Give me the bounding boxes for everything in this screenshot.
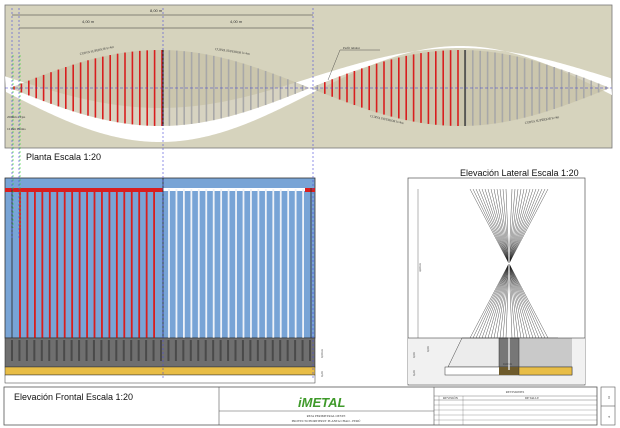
embedded-post <box>167 340 170 361</box>
embedded-post <box>301 340 304 361</box>
embedded-post <box>264 340 267 361</box>
side-dim-height: 4,00 m <box>418 263 423 272</box>
dim-axis: 200mm a Ejes <box>7 115 26 119</box>
embedded-post <box>48 340 51 361</box>
side-dim-footing: 0,20 <box>412 370 417 376</box>
plan-view <box>4 4 613 149</box>
footing <box>4 366 316 376</box>
curve-label-4: CURVA SUPERIOR h=4m <box>524 115 559 125</box>
embedded-post <box>25 340 28 361</box>
embedded-post <box>70 340 73 361</box>
embedded-post <box>63 340 66 361</box>
dim-left: 4,00 m <box>82 19 95 24</box>
embedded-post <box>182 340 185 361</box>
imetal-logo: iMETAL <box>298 395 345 410</box>
embedded-post <box>145 340 148 361</box>
front-title: Elevación Frontal Escala 1:20 <box>14 392 133 402</box>
rev-col-revision: REVISIÓN <box>443 395 459 400</box>
side-dim-embed: 0,60 <box>426 346 431 352</box>
embedded-post <box>115 340 118 361</box>
curve-label-1: CURVA SUPERIOR h=4m <box>79 45 114 56</box>
embedded-post <box>11 340 13 361</box>
guide-lines <box>11 8 314 380</box>
leader-note: Perfil tubular <box>343 46 361 50</box>
embedded-post <box>92 340 95 361</box>
dim-total: 8,00 m <box>150 8 163 13</box>
embedded-post <box>241 340 244 361</box>
embedded-post <box>212 340 215 361</box>
dim-right: 4,00 m <box>230 19 243 24</box>
embedded-post <box>85 340 88 361</box>
embedded-post <box>137 340 140 361</box>
title-block <box>3 386 616 426</box>
front-dim-base: 0,60 m <box>320 349 325 358</box>
rev-col-detail: DETALLE <box>525 396 539 400</box>
embedded-post <box>294 340 297 361</box>
side-elevation <box>407 177 586 386</box>
embedded-post <box>227 340 230 361</box>
base-right <box>519 338 572 367</box>
embedded-post <box>18 340 21 361</box>
side-dim-base: 0,60 <box>412 352 417 358</box>
embedded-post <box>174 340 177 361</box>
embedded-post <box>78 340 81 361</box>
embedded-post <box>107 340 110 361</box>
front-elevation <box>4 177 316 384</box>
sheet-number: 01 <box>607 395 611 399</box>
curve-label-2: CURVA SUPERIOR h=4m <box>215 47 251 56</box>
embedded-post <box>130 340 133 361</box>
embedded-post <box>40 340 43 361</box>
embedded-post <box>256 340 259 361</box>
embedded-post <box>279 340 282 361</box>
side-title: Elevación Lateral Escala 1:20 <box>460 168 579 178</box>
leader-line <box>327 49 380 81</box>
project-line-1: REJA PERIMETRAL OESTE <box>307 414 346 418</box>
embedded-post <box>271 340 274 361</box>
embedded-post <box>189 340 192 361</box>
embedded-post <box>286 340 289 361</box>
footing-dark <box>499 367 519 375</box>
top-rail-red <box>5 188 163 192</box>
side-dim-width: 0,60 m <box>503 362 512 367</box>
fence-panel <box>4 177 316 339</box>
embedded-post <box>55 340 58 361</box>
plan-title: Planta Escala 1:20 <box>26 152 101 162</box>
embedded-post <box>122 340 125 361</box>
top-rail-white <box>163 188 305 191</box>
embedded-post <box>219 340 222 361</box>
project-line-2: PROYECTO HORTIFRUT PLANTA CHAO - PERÚ <box>292 418 361 423</box>
embedded-post <box>204 340 207 361</box>
sheet-size: A <box>607 415 611 418</box>
embedded-post <box>100 340 103 361</box>
revisions-title: REVISIONES <box>506 390 525 394</box>
dim-width: 16 mm Platina <box>7 127 26 131</box>
embedded-post <box>197 340 200 361</box>
curve-label-3: CURVA INFERIOR h=4m <box>370 114 405 125</box>
embedded-post <box>160 340 162 361</box>
ground <box>4 374 316 384</box>
embedded-post <box>234 340 237 361</box>
embedded-post <box>152 340 155 361</box>
top-rail-red-end <box>305 188 315 192</box>
embedded-post <box>249 340 252 361</box>
front-dim-footing: 0,20 <box>320 371 325 377</box>
embedded-post <box>309 340 311 361</box>
embedded-post <box>33 340 36 361</box>
footing-yellow <box>518 366 573 376</box>
